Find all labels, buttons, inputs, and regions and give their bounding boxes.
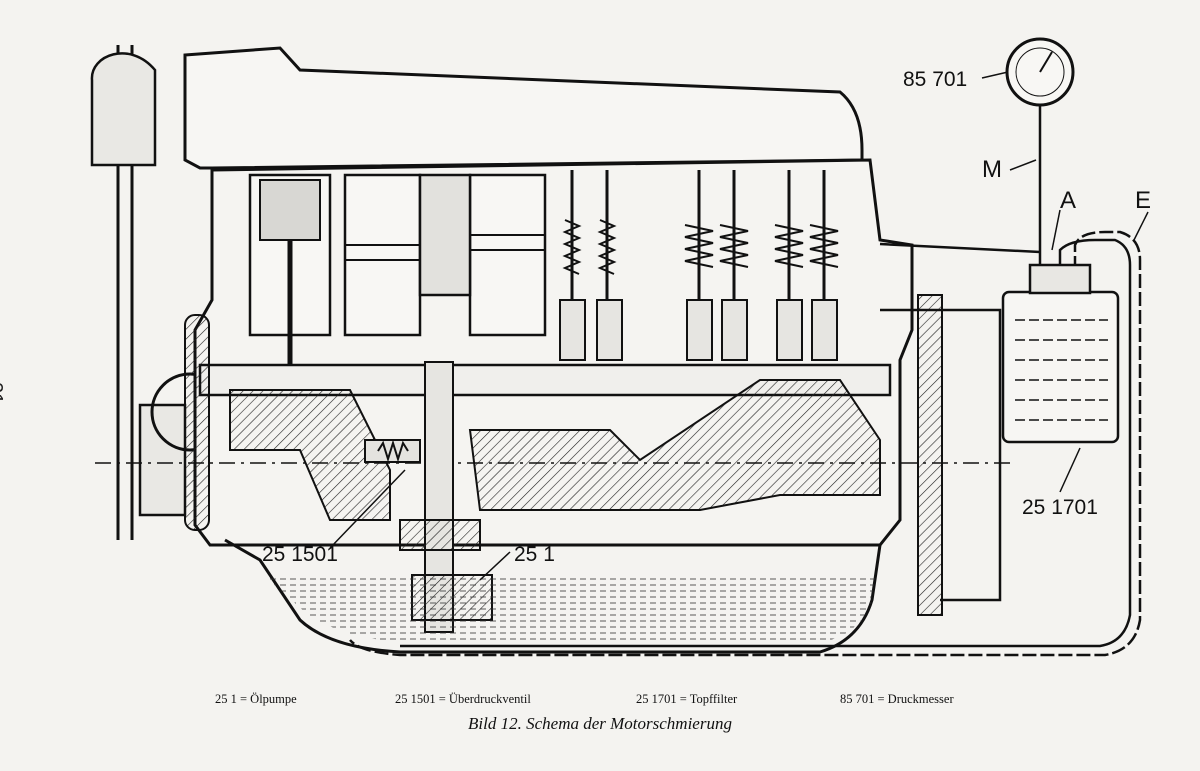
legend-item: 85 701 = Druckmesser <box>840 692 954 706</box>
pressure-gauge <box>1005 37 1075 107</box>
piston-rings <box>345 234 545 261</box>
figure-caption: Bild 12. Schema der Motorschmierung <box>468 714 732 733</box>
crankshaft <box>95 379 1010 521</box>
oil-level <box>262 574 876 642</box>
label-filter: 25 1701 <box>1022 496 1098 519</box>
tappets <box>559 299 838 361</box>
valve-stems <box>570 170 826 300</box>
label-relief-valve: 25 1501 <box>262 543 338 566</box>
label-e: E <box>1135 187 1151 214</box>
page-number: 21 <box>0 382 6 405</box>
piston <box>259 179 321 380</box>
pot-filter <box>1001 263 1120 444</box>
label-a: A <box>1060 187 1076 214</box>
leader-lines <box>329 71 1149 581</box>
relief-valve <box>364 439 421 463</box>
legend-item: 25 1 = Ölpumpe <box>215 692 297 706</box>
legend-item: 25 1701 = Topffilter <box>636 692 738 706</box>
oil-lines <box>349 100 1142 657</box>
cylinders <box>248 173 547 337</box>
valve-cover <box>183 46 864 170</box>
oil-sump <box>224 538 882 654</box>
label-pump: 25 1 <box>514 543 555 566</box>
timing-gear <box>184 294 943 616</box>
legend-item: 25 1501 = Überdruckventil <box>395 692 531 706</box>
label-gauge: 85 701 <box>903 68 967 91</box>
label-m: M <box>982 156 1002 183</box>
